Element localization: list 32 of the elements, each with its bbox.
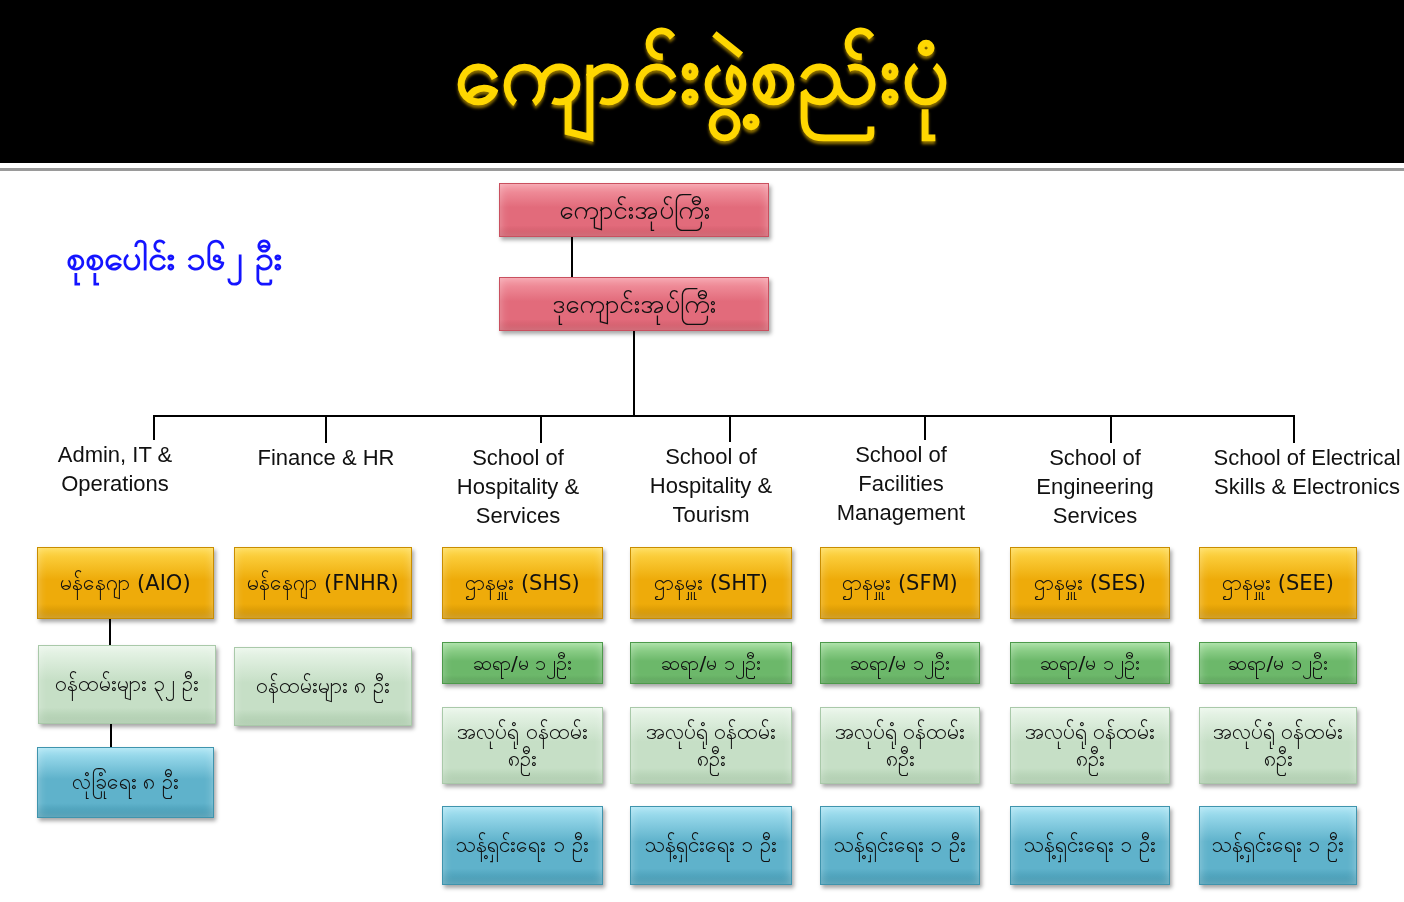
role-box — [37, 547, 214, 619]
role-box — [820, 547, 980, 619]
total-label: စုစုပေါင်း ၁၆၂ ဦး — [66, 236, 282, 287]
role-box — [1199, 642, 1357, 684]
role-box — [630, 642, 792, 684]
role-box — [630, 547, 792, 619]
role-box — [234, 647, 412, 726]
role-box — [499, 183, 769, 237]
role-box — [820, 642, 980, 684]
role-box — [234, 547, 412, 619]
role-box — [630, 806, 792, 885]
role-box — [1010, 547, 1170, 619]
role-box — [820, 707, 980, 784]
role-box — [630, 707, 792, 784]
connector-line — [110, 723, 112, 748]
role-box — [1199, 806, 1357, 885]
connector-line — [571, 236, 573, 278]
role-box — [38, 645, 216, 724]
role-box — [1010, 642, 1170, 684]
role-box — [442, 642, 603, 684]
role-box — [820, 806, 980, 885]
title: ကျောင်းဖွဲ့စည်းပုံ — [454, 19, 950, 144]
role-box — [1010, 707, 1170, 784]
connector-line — [109, 618, 111, 646]
role-box — [499, 277, 769, 331]
role-box — [442, 707, 603, 784]
role-box — [37, 747, 214, 818]
role-box — [442, 806, 603, 885]
role-box — [1199, 707, 1357, 784]
role-box — [1199, 547, 1357, 619]
role-box — [442, 547, 603, 619]
role-box — [1010, 806, 1170, 885]
